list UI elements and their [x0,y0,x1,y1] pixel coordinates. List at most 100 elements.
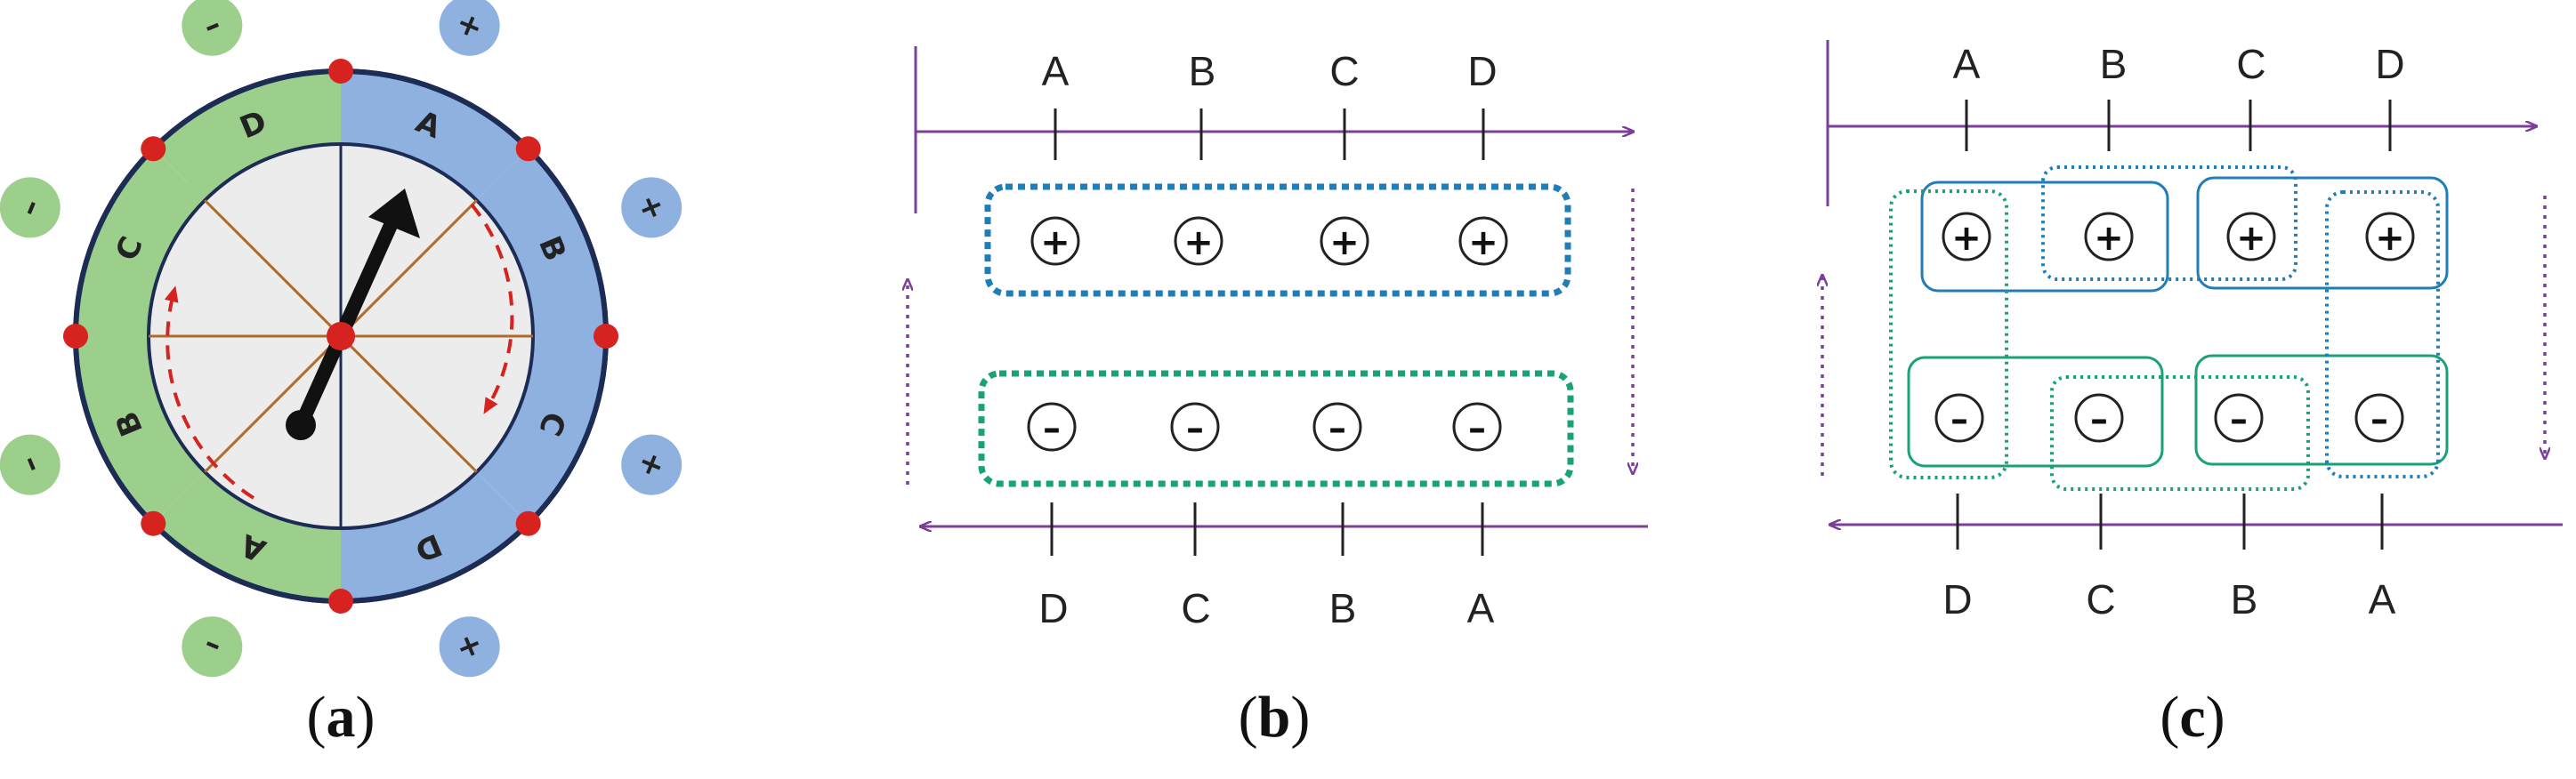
pointer-tail [286,410,316,440]
minus-poles: –––– [1027,402,1502,452]
minus-pole-circle [2214,393,2264,443]
minus-pole: – [2074,393,2124,443]
minus-group-box [978,370,1574,487]
ring-segment-a-negative [153,471,341,601]
minus-pole-circle [1027,402,1077,452]
top-label-c: C [1329,48,1359,94]
minus-pole-sign: – [1328,408,1346,449]
dotted-box-plus-bc [2041,165,2297,281]
top-label-c: C [2236,41,2265,87]
minus-pole: – [1312,402,1362,452]
bottom-label-c: C [2086,576,2115,622]
ring-node [63,324,88,349]
badge-circle [439,616,500,678]
plus-pole-sign: + [2236,218,2266,259]
bottom-label-d: D [1942,576,1972,622]
ring-segment-c-positive [476,336,606,524]
minus-pole: – [1170,402,1220,452]
bottom-label-a: A [2369,576,2396,622]
ring-node [515,510,541,536]
minus-pole: – [1452,402,1502,452]
minus-pole-sign: – [1186,408,1204,449]
polarity-badges: –++++––– [0,0,682,678]
top-label-b: B [2100,41,2128,87]
plus-pole-circle [2084,212,2134,261]
plus-pole-sign: + [2094,218,2124,259]
top-label-a: A [1042,48,1070,94]
plus-pole-circle [1174,216,1223,266]
plus-pole-circle [1458,216,1508,266]
minus-pole: – [1027,402,1077,452]
bottom-ticks [1956,494,2384,550]
minus-pole-circle [2074,393,2124,443]
dotted-box-left-column [1889,189,2008,479]
bottom-label-a: A [1467,585,1495,631]
ring-segment-b-negative [76,336,206,524]
ring-segment-d-positive [341,471,529,601]
rotation-arrow-right [470,203,514,414]
ring-node [141,510,166,536]
top-label-d: D [1467,48,1497,94]
minus-pole-sign: – [1950,399,1968,440]
minus-pole-circle [1934,393,1984,443]
minus-pole: – [1934,393,1984,443]
polarity-badge: – [182,0,243,56]
badge-circle [621,434,682,495]
minus-pole-circle [1452,402,1502,452]
dotted-box-right-column [2325,190,2440,478]
ring-node [328,59,353,84]
badge-circle [182,0,243,56]
plus-pole: + [2226,212,2276,261]
top-ticks [1965,100,2392,151]
plus-pole-circle [1942,212,1991,261]
bottom-ticks [1050,502,1484,556]
plus-pole: + [2365,212,2415,261]
caption-a: (a) [307,685,375,750]
minus-pole: – [2214,393,2264,443]
minus-pole-sign: – [2370,399,2388,440]
plus-pole-circle [2365,212,2415,261]
minus-pole-sign: – [1468,408,1486,449]
badge-circle [182,616,243,678]
minus-pole-circle [1170,402,1220,452]
bottom-label-d: D [1038,585,1068,631]
pair-box-plus-ab [1920,181,2169,293]
caption-b: (b) [1239,685,1311,750]
pair-box-minus-ba [2194,354,2449,466]
rotor-pointer [294,206,403,432]
polarity-badge: + [621,177,682,238]
center-node [327,322,355,350]
pointer-arrowhead [368,189,420,238]
plus-pole-sign: + [1183,222,1214,263]
polarity-badge: – [182,616,243,678]
plus-pole-circle [1320,216,1369,266]
badge-circle [0,434,61,495]
bottom-label-b: B [2231,576,2258,622]
minus-pole-circle [2354,393,2404,443]
polarity-badge: + [439,616,500,678]
badge-circle [439,0,500,56]
badge-circle [0,177,61,238]
minus-pole: – [2354,393,2404,443]
plus-pole: + [1030,216,1080,266]
plus-pole-sign: + [1468,222,1498,263]
minus-poles: –––– [1934,393,2404,443]
ring-segment-b-positive [476,149,606,336]
ring-nodes [63,59,618,614]
caption-c: (c) [2160,685,2225,750]
plus-poles: + + + + [1030,216,1508,266]
dotted-box-minus-cb [2050,375,2310,491]
minus-pole-sign: – [2230,399,2248,440]
ring-segment-c-negative [76,149,206,336]
minus-pole-circle [1312,402,1362,452]
plus-pole: + [1320,216,1369,266]
ring-segment-d-negative [153,71,341,201]
minus-pole-sign: – [1043,408,1061,449]
rotation-arrow-left [164,285,255,500]
plus-pole-sign: + [1951,218,1982,259]
plus-pole: + [1458,216,1508,266]
ring-node [141,136,166,162]
bottom-label-c: C [1181,585,1210,631]
ring-node [515,136,541,162]
